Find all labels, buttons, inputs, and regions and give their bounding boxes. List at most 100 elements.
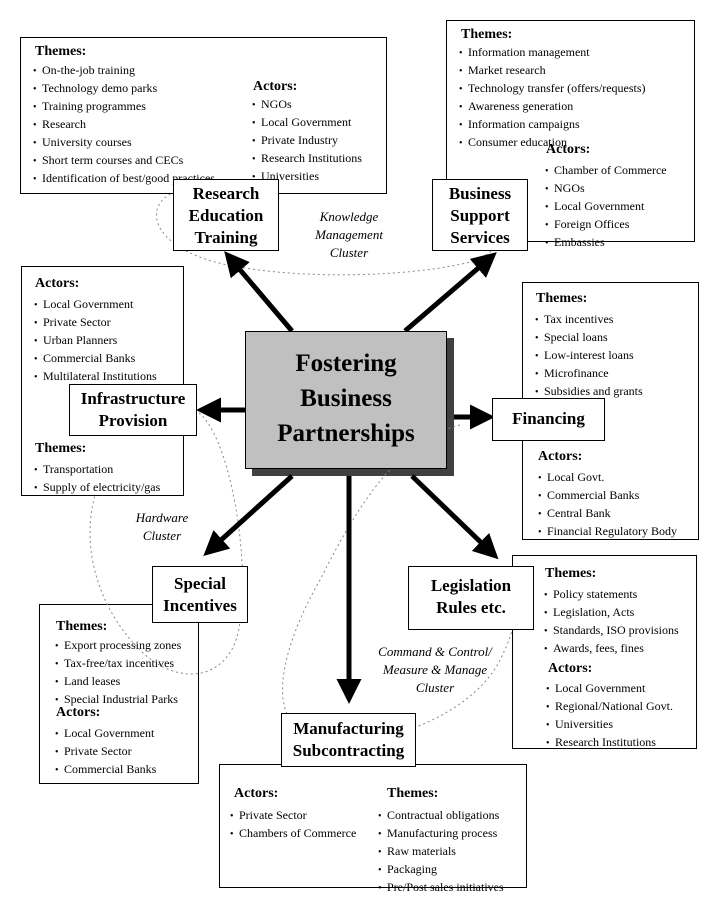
knowledge-cluster-label: Knowledge Management Cluster [303, 208, 395, 262]
infrastructure-actors-heading: Actors: [35, 276, 80, 291]
cluster-line: Cluster [142, 528, 182, 543]
list-item: Commercial Banks [55, 761, 156, 779]
incentives-detail-box: Themes: Export processing zones Tax-free… [39, 604, 199, 784]
research-themes-heading: Themes: [35, 44, 87, 59]
incentives-actors-list: Local Government Private Sector Commerci… [55, 725, 156, 779]
cluster-line: Knowledge [319, 209, 379, 224]
list-item: Supply of electricity/gas [34, 479, 160, 497]
list-item: Land leases [55, 673, 181, 691]
incentives-themes-heading: Themes: [56, 619, 108, 634]
list-item: Embassies [545, 234, 667, 252]
list-item: Central Bank [538, 505, 677, 523]
node-title-line: Training [194, 228, 258, 247]
list-item: Contractual obligations [378, 807, 504, 825]
financing-actors-heading: Actors: [538, 449, 583, 464]
cluster-line: Command & Control/ [378, 644, 492, 659]
list-item: Export processing zones [55, 637, 181, 655]
list-item: Awareness generation [459, 98, 646, 116]
list-item: Tax incentives [535, 311, 643, 329]
list-item: Chamber of Commerce [545, 162, 667, 180]
list-item: Special Industrial Parks [55, 691, 181, 709]
node-title-line: Infrastructure [80, 389, 186, 408]
business-actors-list: Chamber of Commerce NGOs Local Governmen… [545, 162, 667, 252]
node-title-line: Business [448, 184, 512, 203]
list-item: Special loans [535, 329, 643, 347]
center-line: Partnerships [277, 420, 415, 447]
arrow-to-research [224, 251, 294, 333]
list-item: Regional/National Govt. [546, 698, 673, 716]
manufacturing-actors-list: Private Sector Chambers of Commerce [230, 807, 356, 843]
node-title-line: Manufacturing [293, 719, 404, 738]
business-themes-heading: Themes: [461, 27, 513, 42]
list-item: Information management [459, 44, 646, 62]
arrow-to-legislation [410, 474, 499, 560]
list-item: Universities [546, 716, 673, 734]
list-item: Packaging [378, 861, 504, 879]
list-item: Research Institutions [252, 150, 362, 168]
node-title-line: Special [174, 574, 226, 593]
center-box: Fostering Business Partnerships [245, 331, 447, 469]
list-item: Local Government [252, 114, 362, 132]
financing-node-label: Financing [492, 398, 605, 441]
research-actors-heading: Actors: [253, 79, 298, 94]
legislation-detail-box: Themes: Policy statements Legislation, A… [512, 555, 697, 749]
hardware-cluster-label: Hardware Cluster [124, 509, 200, 545]
node-title-line: Research [192, 184, 260, 203]
node-title-line: Financing [512, 409, 585, 428]
infrastructure-node-label: Infrastructure Provision [69, 384, 197, 436]
list-item: Commercial Banks [34, 350, 157, 368]
list-item: Manufacturing process [378, 825, 504, 843]
list-item: On-the-job training [33, 62, 215, 80]
list-item: Microfinance [535, 365, 643, 383]
list-item: Private Industry [252, 132, 362, 150]
node-title-line: Education [188, 206, 264, 225]
legislation-node-label: Legislation Rules etc. [408, 566, 534, 630]
list-item: Awards, fees, fines [544, 640, 679, 658]
list-item: Short term courses and CECs [33, 152, 215, 170]
cluster-line: Hardware [135, 510, 189, 525]
list-item: Local Government [545, 198, 667, 216]
list-item: Local Government [546, 680, 673, 698]
list-item: Local Govt. [538, 469, 677, 487]
list-item: Transportation [34, 461, 160, 479]
list-item: Commercial Banks [538, 487, 677, 505]
list-item: Chambers of Commerce [230, 825, 356, 843]
infrastructure-actors-list: Local Government Private Sector Urban Pl… [34, 296, 157, 386]
list-item: Pre/Post sales initiatives [378, 879, 504, 897]
list-item: Subsidies and grants [535, 383, 643, 401]
list-item: Foreign Offices [545, 216, 667, 234]
research-themes-list: On-the-job training Technology demo park… [33, 62, 215, 188]
list-item: Raw materials [378, 843, 504, 861]
list-item: Legislation, Acts [544, 604, 679, 622]
manufacturing-themes-list: Contractual obligations Manufacturing pr… [378, 807, 504, 897]
center-line: Business [300, 385, 392, 412]
list-item: Technology demo parks [33, 80, 215, 98]
list-item: Training programmes [33, 98, 215, 116]
list-item: Market research [459, 62, 646, 80]
financing-themes-list: Tax incentives Special loans Low-interes… [535, 311, 643, 401]
node-title-line: Support [450, 206, 510, 225]
list-item: Standards, ISO provisions [544, 622, 679, 640]
list-item: Tax-free/tax incentives [55, 655, 181, 673]
list-item: Research [33, 116, 215, 134]
node-title-line: Services [450, 228, 510, 247]
node-title-line: Legislation [430, 576, 512, 595]
legislation-actors-list: Local Government Regional/National Govt.… [546, 680, 673, 752]
list-item: Local Government [55, 725, 156, 743]
research-actors-list: NGOs Local Government Private Industry R… [252, 96, 362, 186]
cluster-line: Cluster [329, 245, 369, 260]
arrow-to-incentives [203, 474, 294, 557]
cluster-line: Cluster [415, 680, 455, 695]
list-item: NGOs [545, 180, 667, 198]
business-node-label: Business Support Services [432, 179, 528, 251]
list-item: Private Sector [55, 743, 156, 761]
list-item: Consumer education [459, 134, 646, 152]
list-item: Multilateral Institutions [34, 368, 157, 386]
node-title-line: Rules etc. [436, 598, 506, 617]
research-node-label: Research Education Training [173, 179, 279, 251]
arrow-to-business [403, 252, 497, 333]
financing-themes-heading: Themes: [536, 291, 588, 306]
research-detail-box: Themes: On-the-job training Technology d… [20, 37, 387, 194]
list-item: Policy statements [544, 586, 679, 604]
manufacturing-actors-heading: Actors: [234, 786, 279, 801]
